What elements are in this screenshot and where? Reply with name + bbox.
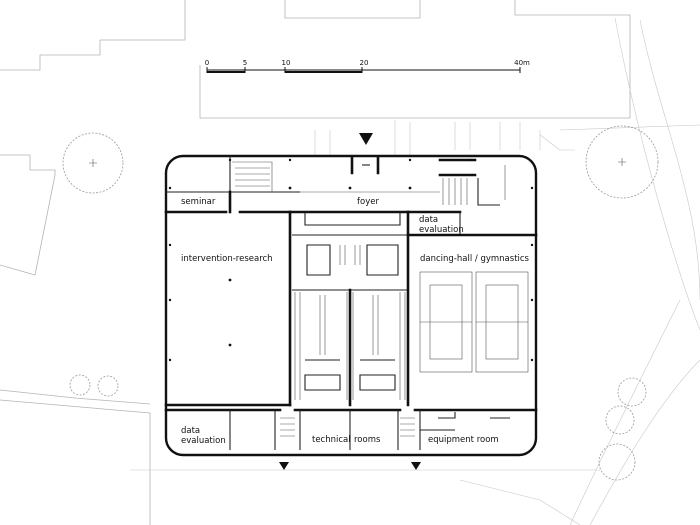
- room-label-data-evaluation-bottom-2: evaluation: [181, 436, 226, 446]
- room-label-rooms: rooms: [354, 435, 381, 445]
- scale-tick-5: 5: [243, 59, 247, 67]
- room-label-equipment-room: equipment room: [428, 435, 499, 445]
- scale-tick-40: 40m: [514, 59, 530, 67]
- room-label-data-evaluation-bottom-1: data: [181, 426, 200, 436]
- structural-columns: [168, 158, 534, 362]
- scale-tick-10: 10: [282, 59, 291, 67]
- room-label-dancing-hall: dancing-hall / gymnastics: [420, 254, 530, 264]
- scale-tick-0: 0: [205, 59, 209, 67]
- entrance-arrow-icon: [359, 133, 373, 145]
- exit-arrow-icon: [279, 462, 289, 470]
- tree-icon: [62, 132, 124, 194]
- exit-arrow-icon: [411, 462, 421, 470]
- building: seminar foyer data evaluation interventi…: [164, 154, 538, 457]
- tree-icon: [69, 374, 91, 396]
- building-outline: [164, 154, 538, 457]
- room-label-intervention-research: intervention-research: [181, 254, 273, 264]
- room-label-technical: technical: [312, 435, 351, 445]
- sport-courts: [419, 271, 529, 373]
- room-label-foyer: foyer: [357, 197, 379, 207]
- scale-tick-20: 20: [360, 59, 369, 67]
- room-label-data-evaluation-top-1: data: [419, 215, 438, 225]
- room-label-data-evaluation-top-2: evaluation: [419, 225, 464, 235]
- trees: [62, 125, 659, 481]
- tree-icon: [598, 443, 636, 481]
- scale-bar: 0 5 10 20 40m: [205, 59, 530, 73]
- tree-icon: [617, 377, 647, 407]
- tree-icon: [605, 405, 635, 435]
- room-label-seminar: seminar: [181, 197, 216, 207]
- tree-icon: [585, 125, 659, 199]
- tree-icon: [97, 375, 119, 397]
